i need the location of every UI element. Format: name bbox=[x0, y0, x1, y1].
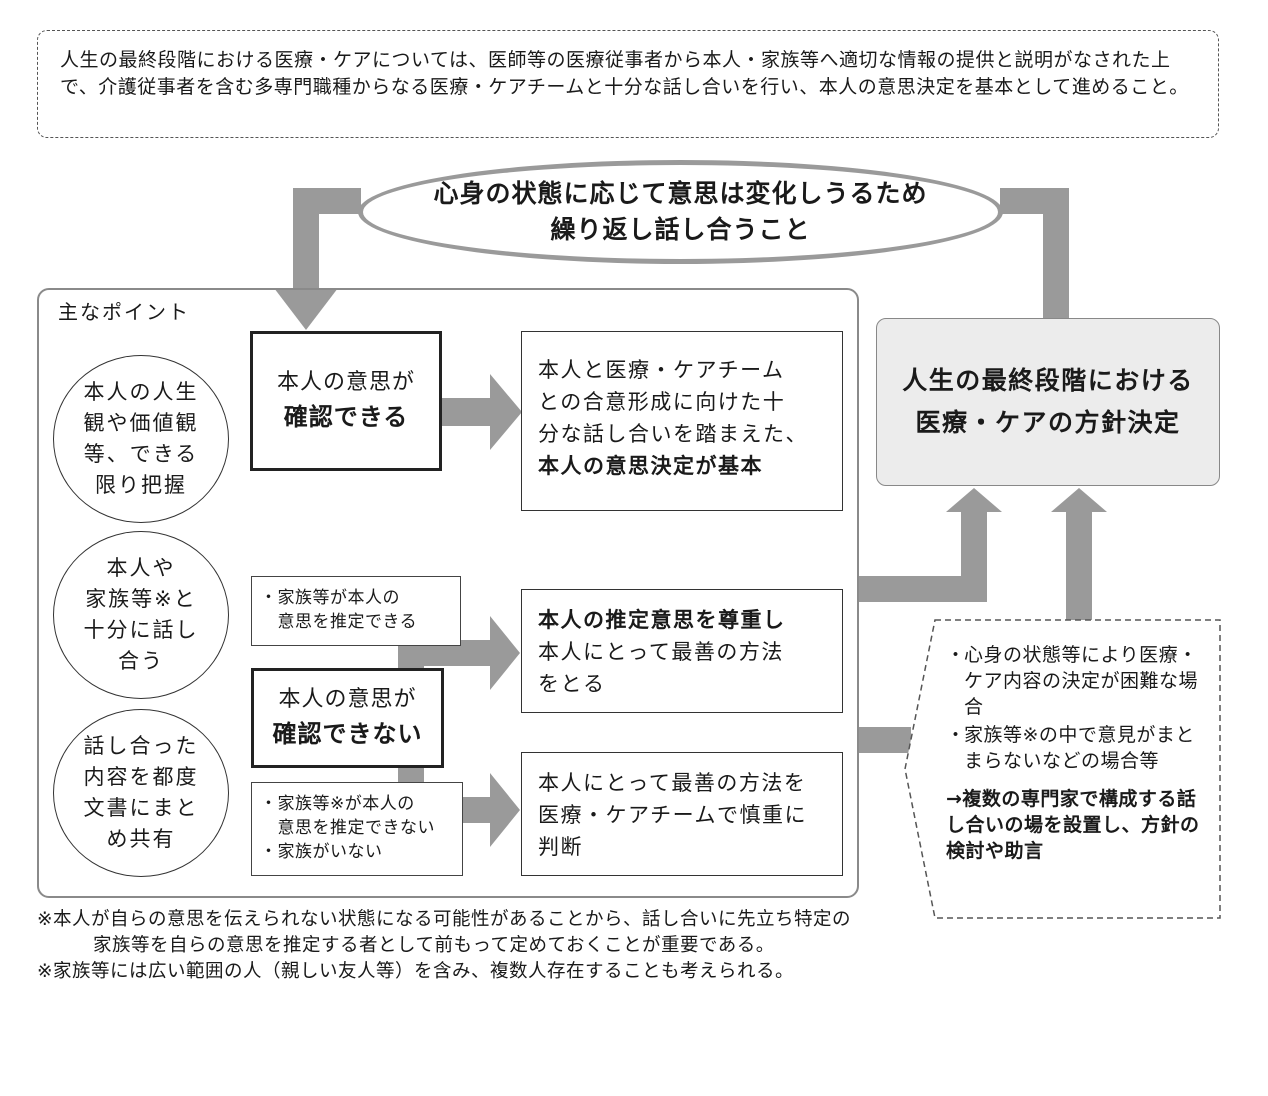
arrow-to-team-decision bbox=[462, 773, 520, 847]
panel-title: 主なポイント bbox=[48, 296, 218, 324]
point-discuss-with-family: 本人や 家族等※と 十分に話し 合う bbox=[53, 531, 229, 699]
point-understand-values: 本人の人生 観や価値観 等、できる 限り把握 bbox=[53, 355, 229, 523]
difficult-case-text: 家族等※の中で意見がまとまらないなどの場合等 bbox=[964, 724, 1195, 772]
difficult-case-text: 心身の状態等により医療・ケア内容の決定が困難な場合 bbox=[964, 644, 1199, 718]
connector-panel-to-difficult bbox=[859, 727, 911, 753]
will-not-confirmable-line1: 本人の意思が bbox=[278, 687, 417, 712]
arrow-panel-to-policy bbox=[946, 488, 1002, 512]
will-not-confirmable-line2: 確認できない bbox=[272, 720, 423, 748]
will-confirmable-line1: 本人の意思が bbox=[276, 370, 415, 395]
feedback-arrowhead bbox=[274, 288, 338, 330]
feedback-connector-left bbox=[293, 188, 319, 290]
cycle-note: 心身の状態に応じて意思は変化しうるため 繰り返し話し合うこと bbox=[358, 160, 1003, 264]
point-document-share: 話し合った 内容を都度 文書にまと め共有 bbox=[53, 709, 229, 877]
footnote: ※家族等には広い範囲の人（親しい友人等）を含み、複数人存在することも考えられる。 bbox=[37, 961, 795, 982]
arrow-confirmable-to-consensus bbox=[442, 374, 522, 450]
policy-decision-box: 人生の最終段階における 医療・ケアの方針決定 bbox=[876, 318, 1220, 486]
presumed-will-text: 本人にとって最善の方法 をとる bbox=[538, 640, 784, 696]
difficult-case-item: ・ 心身の状態等により医療・ケア内容の決定が困難な場合 bbox=[946, 642, 1214, 720]
footnotes: ※本人が自らの意思を伝えられない状態になる可能性があることから、話し合いに先立ち… bbox=[37, 907, 862, 1037]
presumed-will-bold: 本人の推定意思を尊重し bbox=[538, 608, 786, 632]
consensus-decision-box: 本人と医療・ケアチーム との合意形成に向けた十 分な話し合いを踏まえた、 本人の… bbox=[521, 331, 843, 511]
arrow-to-presumed-will bbox=[398, 616, 520, 690]
will-confirmable-box: 本人の意思が 確認できる bbox=[250, 331, 442, 471]
family-cannot-presume-box: ・家族等※が本人の 意思を推定できない ・家族がいない bbox=[251, 782, 463, 876]
connector-difficult-to-policy bbox=[1066, 510, 1092, 622]
feedback-connector-top-right bbox=[1000, 188, 1069, 214]
consensus-bold: 本人の意思決定が基本 bbox=[538, 454, 763, 478]
family-can-presume-box: ・家族等が本人の 意思を推定できる bbox=[251, 576, 461, 646]
connector-panel-to-policy-v bbox=[961, 510, 987, 602]
intro-text: 人生の最終段階における医療・ケアについては、医師等の医療従事者から本人・家族等へ… bbox=[37, 30, 1219, 138]
arrow-difficult-to-policy bbox=[1051, 488, 1107, 512]
difficult-cases: ・ 心身の状態等により医療・ケア内容の決定が困難な場合 ・ 家族等※の中で意見が… bbox=[946, 642, 1214, 912]
difficult-cases-frame bbox=[904, 619, 1221, 919]
difficult-case-item: ・ 家族等※の中で意見がまとまらないなどの場合等 bbox=[946, 722, 1214, 774]
presumed-will-box: 本人の推定意思を尊重し 本人にとって最善の方法 をとる bbox=[521, 589, 843, 713]
consensus-text: 本人と医療・ケアチーム との合意形成に向けた十 分な話し合いを踏まえた、 bbox=[538, 358, 808, 446]
will-confirmable-line2: 確認できる bbox=[283, 403, 409, 431]
expert-panel-text: →複数の専門家で構成する話し合いの場を設置し、方針の検討や助言 bbox=[946, 788, 1200, 862]
will-not-confirmable-box: 本人の意思が 確認できない bbox=[251, 668, 444, 768]
main-points-panel bbox=[37, 288, 859, 898]
team-decision-box: 本人にとって最善の方法を 医療・ケアチームで慎重に 判断 bbox=[521, 752, 843, 876]
footnote: ※本人が自らの意思を伝えられない状態になる可能性があることから、話し合いに先立ち… bbox=[37, 909, 852, 956]
